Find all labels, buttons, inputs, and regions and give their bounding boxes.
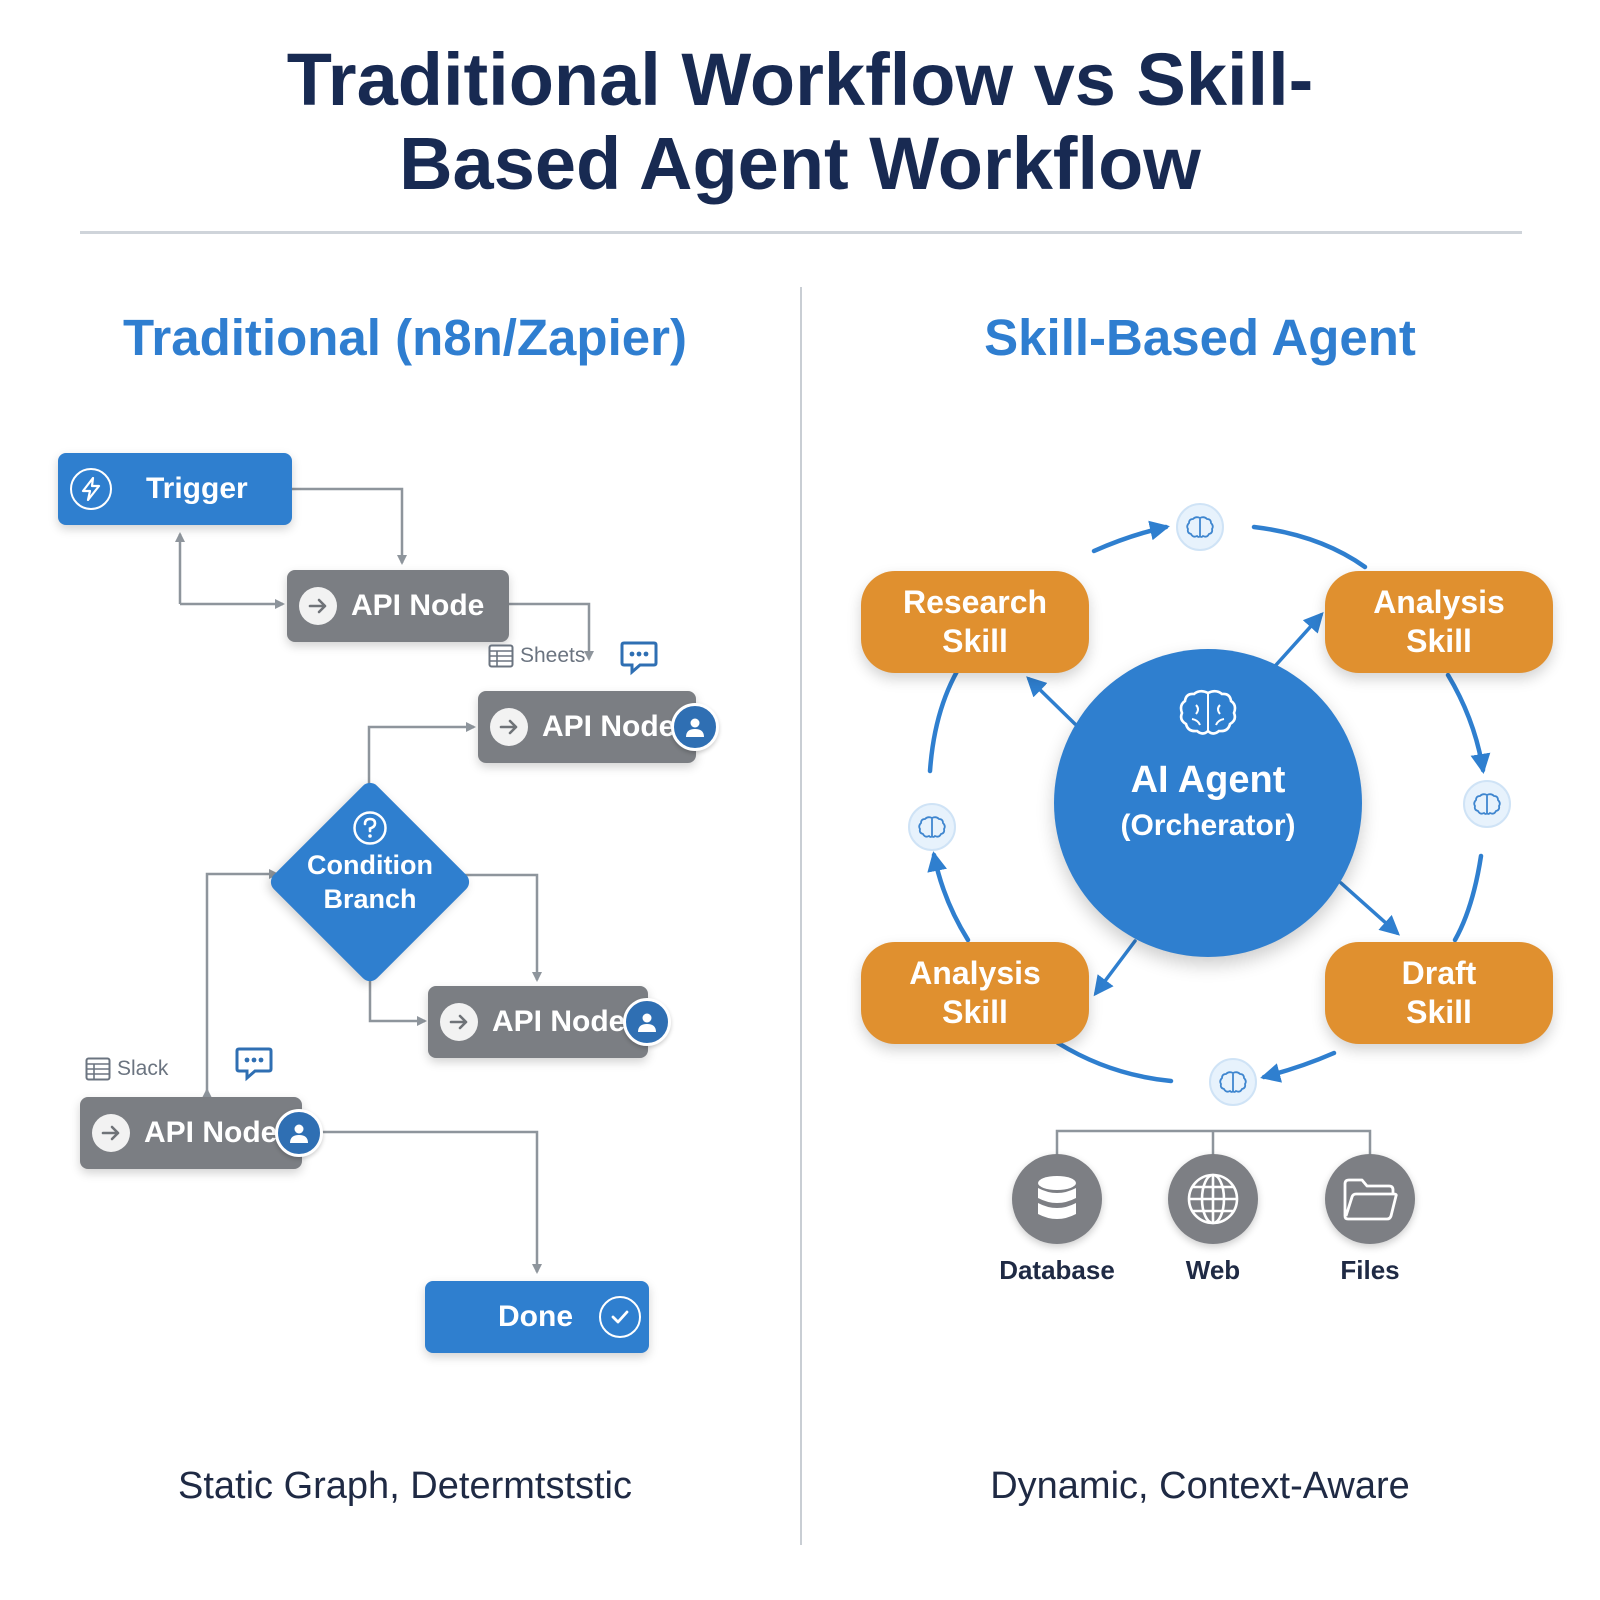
- agent-heading: Skill-Based Agent: [984, 309, 1416, 366]
- spoke-to-research: [1026, 676, 1077, 726]
- checkmark-icon: [599, 1296, 641, 1338]
- draft-skill-line-1: Draft: [1401, 955, 1477, 991]
- condition-line-2: Branch: [323, 884, 417, 914]
- traditional-footer: Static Graph, Determtststic: [177, 1465, 632, 1507]
- lightning-icon: [70, 468, 112, 510]
- sheets-label: Sheets: [520, 644, 586, 667]
- arrow-right-icon: [299, 587, 337, 625]
- api-node-2-label: API Node: [542, 710, 676, 743]
- analysis-skill-bottom-line-1: Analysis: [909, 955, 1041, 991]
- files-label: Files: [1340, 1255, 1400, 1285]
- web-label: Web: [1185, 1255, 1241, 1285]
- user-icon: [275, 1109, 323, 1157]
- slack-label: Slack: [117, 1057, 169, 1080]
- connector-api2-branch-loop: [367, 722, 476, 797]
- arrow-right-icon: [92, 1114, 130, 1152]
- condition-line-1: Condition: [307, 850, 433, 880]
- trigger-label: Trigger: [146, 472, 248, 505]
- research-skill-line-2: Skill: [942, 623, 1008, 659]
- database-label: Database: [999, 1255, 1115, 1285]
- brain-node-icon: [1463, 780, 1511, 828]
- traditional-heading: Traditional (n8n/Zapier): [123, 309, 687, 366]
- draft-skill[interactable]: Draft Skill: [1325, 942, 1553, 1044]
- cycle-arc-right-upper: [1445, 672, 1491, 774]
- spoke-to-draft: [1339, 881, 1400, 936]
- condition-branch-text: Condition Branch: [280, 810, 460, 916]
- cycle-arc-top-left: [1091, 520, 1170, 554]
- page-title: Traditional Workflow vs Skill- Based Age…: [100, 38, 1500, 206]
- title-divider: [80, 231, 1522, 234]
- research-skill[interactable]: Research Skill: [861, 571, 1089, 673]
- api-node-3[interactable]: API Node: [428, 986, 671, 1058]
- folder-icon[interactable]: [1325, 1154, 1415, 1244]
- cycle-arc-top-right: [1251, 524, 1368, 570]
- brain-icon: [1179, 689, 1237, 735]
- analysis-skill-top-line-1: Analysis: [1373, 584, 1505, 620]
- connector-api4-done: [318, 1130, 542, 1274]
- done-label: Done: [498, 1300, 573, 1333]
- spoke-to-analysis-bottom: [1093, 939, 1137, 997]
- api-node-4-label: API Node: [144, 1116, 278, 1149]
- research-skill-line-1: Research: [902, 584, 1048, 620]
- chat-bubble-icon: [235, 1047, 273, 1082]
- draft-skill-line-2: Skill: [1406, 994, 1472, 1030]
- api-node-1-label: API Node: [351, 589, 485, 622]
- analysis-skill-top[interactable]: Analysis Skill: [1325, 571, 1553, 673]
- chat-bubble-icon: [620, 641, 658, 676]
- arrow-right-icon: [440, 1003, 478, 1041]
- connector-left-loop-up: [205, 869, 279, 1092]
- database-icon[interactable]: [1012, 1154, 1102, 1244]
- brain-node-icon: [908, 803, 956, 851]
- analysis-skill-top-line-2: Skill: [1406, 623, 1472, 659]
- hub-title: AI Agent: [1130, 759, 1286, 801]
- done-node[interactable]: Done: [425, 1281, 649, 1353]
- cycle-arc-bottom-left: [1055, 1040, 1174, 1084]
- spreadsheet-icon: [488, 644, 514, 668]
- agent-footer: Dynamic, Context-Aware: [990, 1465, 1410, 1507]
- user-icon: [623, 998, 671, 1046]
- analysis-skill-bottom-line-2: Skill: [942, 994, 1008, 1030]
- connector-api1-api2: [509, 602, 594, 661]
- connector-branch-right: [460, 873, 542, 982]
- sheets-tag: Sheets: [488, 644, 585, 668]
- cycle-arc-right-lower: [1452, 853, 1484, 943]
- globe-icon[interactable]: [1168, 1154, 1258, 1244]
- api-node-4[interactable]: API Node: [80, 1097, 323, 1169]
- analysis-skill-bottom[interactable]: Analysis Skill: [861, 942, 1089, 1044]
- user-icon: [671, 703, 719, 751]
- page-title-line-1: Traditional Workflow vs Skill-: [286, 38, 1314, 121]
- connector-trigger-api1: [292, 487, 407, 565]
- section-divider: [800, 287, 802, 1545]
- spoke-to-analysis-top: [1274, 612, 1324, 667]
- api-node-2[interactable]: API Node: [478, 691, 719, 763]
- api-node-3-label: API Node: [492, 1005, 626, 1038]
- brain-node-icon: [1209, 1058, 1257, 1106]
- api-node-1[interactable]: API Node: [287, 570, 509, 642]
- brain-node-icon: [1176, 503, 1224, 551]
- cycle-arc-left-lower: [927, 851, 971, 943]
- arrow-right-icon: [490, 708, 528, 746]
- hub-subtitle: (Orcherator): [1120, 809, 1296, 842]
- ai-agent-hub[interactable]: AI Agent (Orcherator): [1054, 649, 1362, 957]
- cycle-arc-bottom-right: [1260, 1050, 1337, 1083]
- trigger-node[interactable]: Trigger: [58, 453, 292, 525]
- question-icon: [353, 811, 387, 845]
- spreadsheet-icon: [85, 1057, 111, 1081]
- slack-tag: Slack: [85, 1057, 168, 1081]
- page-title-line-2: Based Agent Workflow: [399, 122, 1201, 205]
